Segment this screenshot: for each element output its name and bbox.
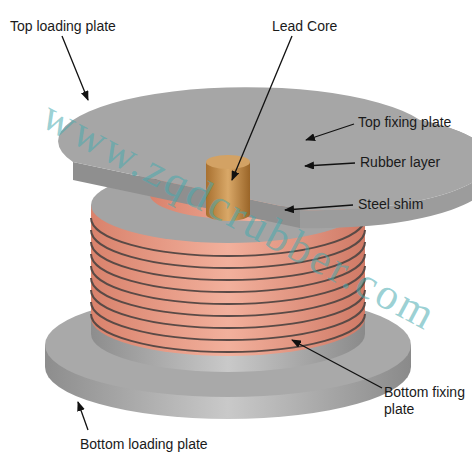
part-label: Top loading plate [10, 18, 116, 35]
part-label: Rubber layer [360, 154, 440, 171]
part-label: Bottom loading plate [80, 436, 208, 453]
part-label: Lead Core [272, 18, 337, 35]
part-label: Bottom fixing plate [384, 384, 468, 418]
part-label: Steel shim [358, 196, 423, 213]
part-label: Top fixing plate [358, 114, 451, 131]
